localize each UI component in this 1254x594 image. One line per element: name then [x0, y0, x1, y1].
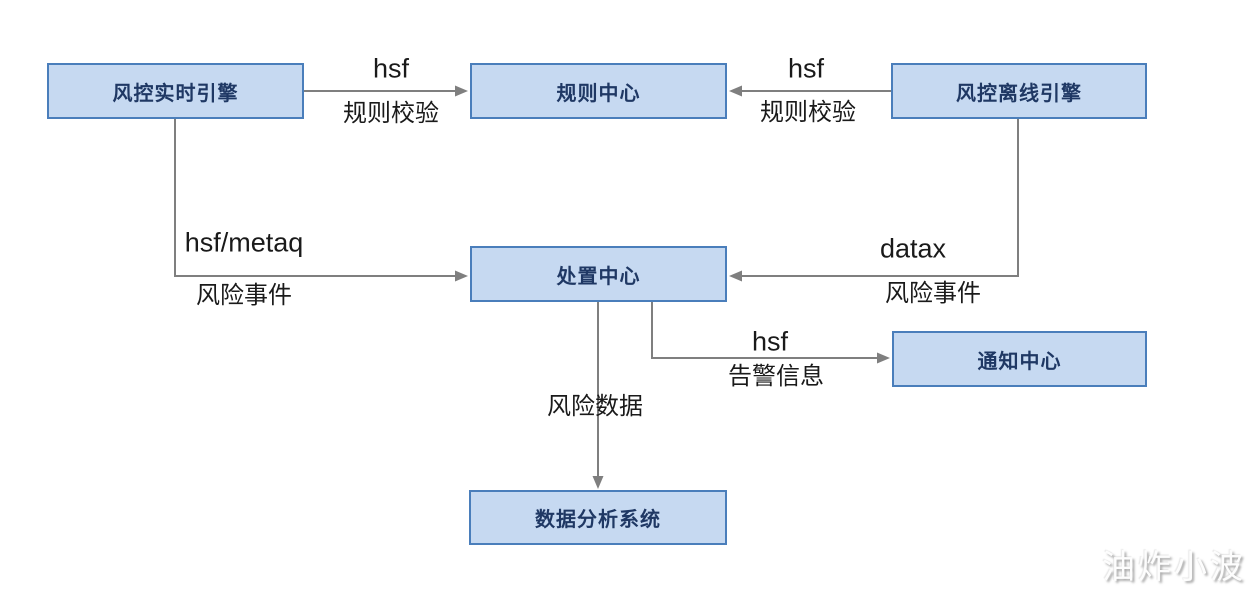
edge-label-offline-to-disposal: 风险事件 [885, 280, 981, 307]
node-rule-center: 规则中心 [470, 63, 727, 119]
node-realtime-engine: 风控实时引擎 [47, 63, 304, 119]
edge-protocol-offline-to-disposal: datax [879, 233, 947, 264]
edge-label-offline-to-rule: 规则校验 [760, 99, 856, 126]
edge-protocol-disposal-to-notify: hsf [751, 326, 789, 357]
edge-label-realtime-to-disposal: 风险事件 [196, 282, 292, 309]
edge-label-realtime-to-rule: 规则校验 [343, 100, 439, 127]
edge-protocol-realtime-to-disposal: hsf/metaq [184, 227, 304, 258]
node-offline-engine: 风控离线引擎 [891, 63, 1147, 119]
node-disposal-center: 处置中心 [470, 246, 727, 302]
edge-label-disposal-to-analysis: 风险数据 [547, 393, 643, 420]
watermark: 油炸小波 [1102, 547, 1246, 586]
edge-protocol-offline-to-rule: hsf [787, 53, 825, 84]
node-notify-center: 通知中心 [892, 331, 1147, 387]
edge-protocol-realtime-to-rule: hsf [372, 53, 410, 84]
node-data-analysis-system: 数据分析系统 [469, 490, 727, 545]
edge-label-disposal-to-notify: 告警信息 [728, 363, 824, 390]
